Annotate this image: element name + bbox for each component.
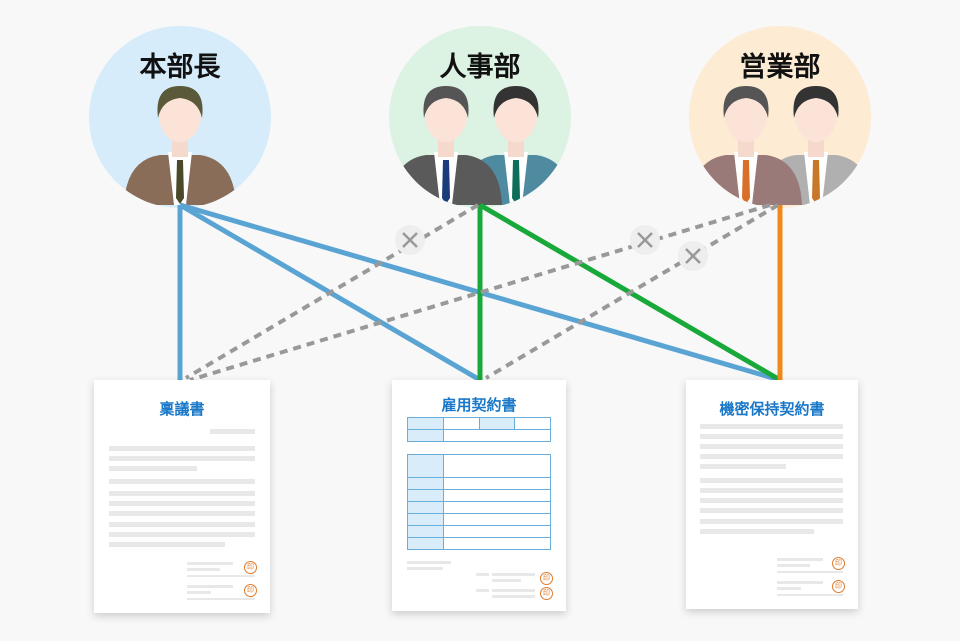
denied-jinji-ringisho <box>184 203 480 380</box>
group-title-honbucho: 本部長 <box>139 52 221 83</box>
document-title: 雇用契約書 <box>441 396 517 414</box>
stamp-icon: 印 <box>244 561 257 574</box>
stamp-icon: 印 <box>832 557 845 570</box>
stamp-icon: 印 <box>244 584 257 597</box>
group-title-jinji: 人事部 <box>439 52 521 83</box>
stamp-icon: 印 <box>540 572 553 585</box>
denied-eigyo-koyou <box>484 203 780 380</box>
document-title: 機密保持契約書 <box>719 400 825 418</box>
document-ringisho[interactable]: 稟議書 印 印 <box>94 380 270 613</box>
group-title-eigyo: 営業部 <box>739 52 821 83</box>
denied-x-icon <box>678 241 708 271</box>
stamp-icon: 印 <box>540 587 553 600</box>
person-icon <box>124 86 236 205</box>
denied-eigyo-ringisho <box>189 203 771 382</box>
form-table-body <box>407 454 551 550</box>
form-table-header <box>407 417 551 442</box>
denied-x-icon <box>395 225 425 255</box>
document-title: 稟議書 <box>159 400 205 418</box>
document-koyou[interactable]: 雇用契約書 印 印 <box>392 380 566 611</box>
denied-x-icon <box>630 225 660 255</box>
document-kimitsu[interactable]: 機密保持契約書 印 印 <box>686 380 858 609</box>
stamp-icon: 印 <box>832 580 845 593</box>
